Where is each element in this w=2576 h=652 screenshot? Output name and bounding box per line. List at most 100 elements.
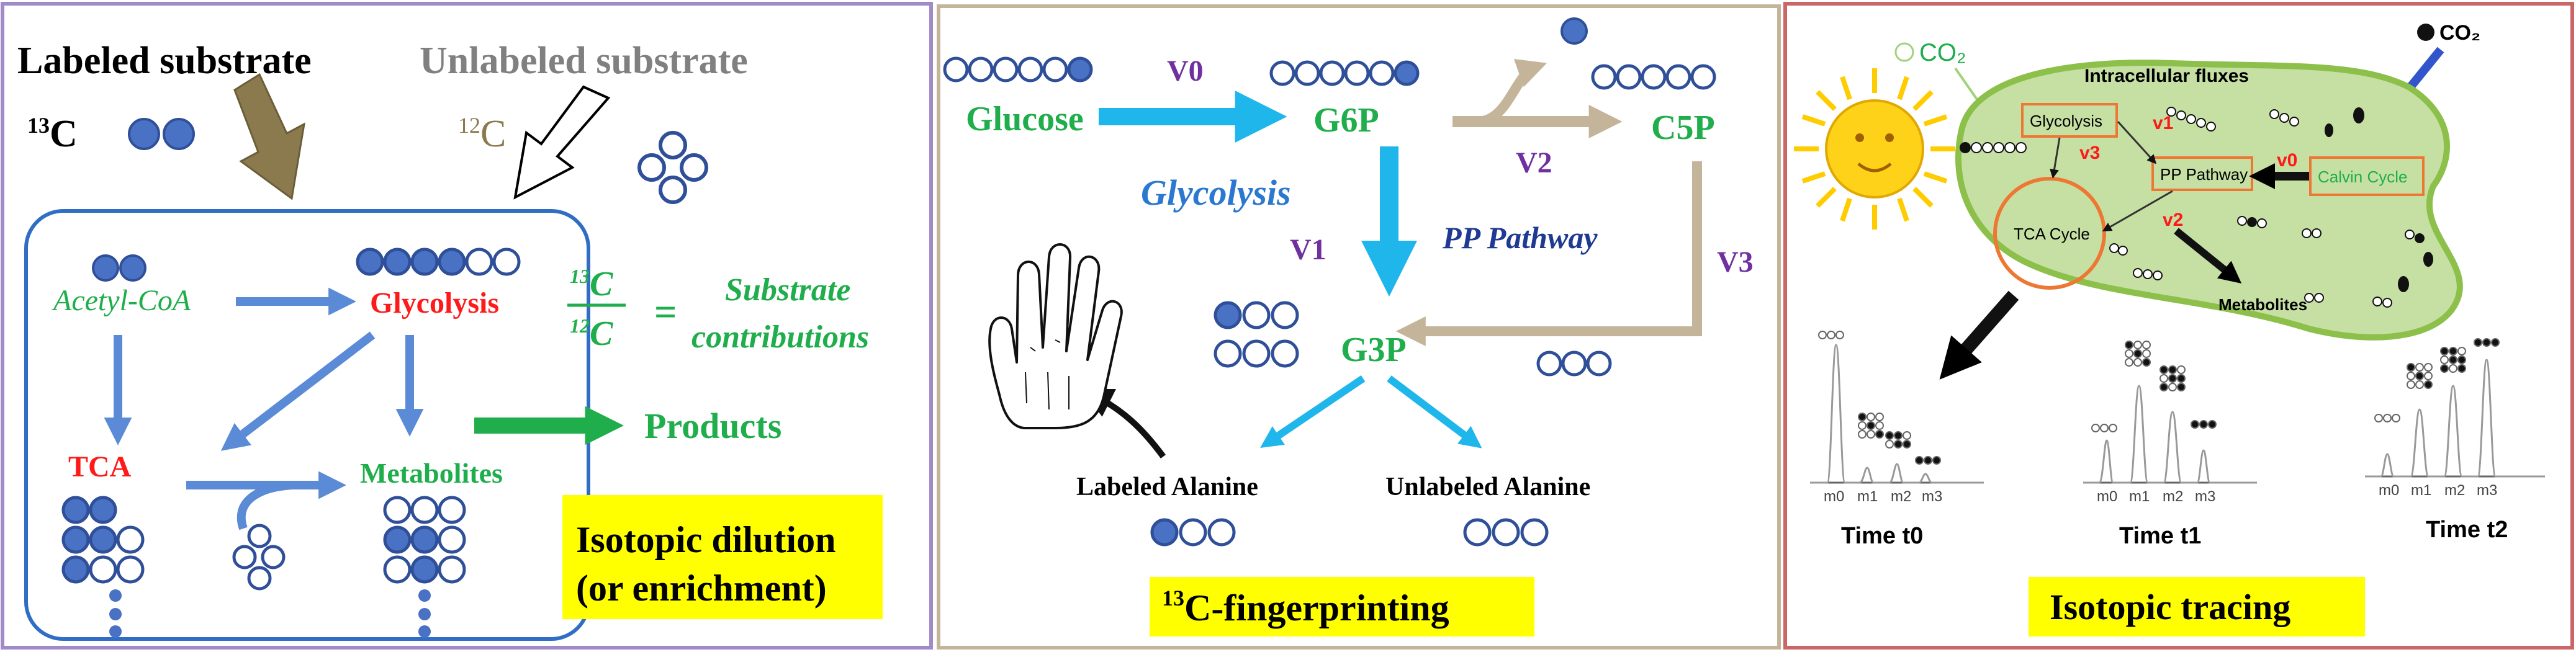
mass-spectrum-t2: m0 m1 m2 m3 Time t2 (2365, 338, 2545, 543)
g6p-label: G6P (1313, 101, 1379, 140)
co2-left-label: CO₂ (1919, 39, 1966, 66)
spectrum-trace (2083, 385, 2257, 484)
unlabeled-substrate-title: Unlabeled substrate (420, 40, 748, 82)
g3p-circle (1242, 301, 1271, 329)
glycolysis-box-label: Glycolysis (2030, 112, 2102, 130)
g6p-circle (1344, 60, 1370, 86)
glycolysis-to-tca-arrow (2050, 137, 2061, 179)
isotopic-dilution-line2: (or enrichment) (576, 568, 827, 609)
g3p-label: G3P (1341, 331, 1407, 369)
alanine-circle (1207, 518, 1236, 547)
m0-label: m0 (2379, 482, 2399, 499)
tca-circle (116, 525, 145, 554)
tca-cycle-circle (1993, 177, 2106, 290)
m3-label: m3 (1922, 488, 1942, 505)
fingerprinting-sup: 13 (1162, 586, 1184, 610)
m3-label: m3 (2477, 482, 2497, 499)
mass-spectrum-t0: m0 m1 m2 m3 Time t0 (1810, 331, 1984, 549)
calvin-cycle-box-label: Calvin Cycle (2318, 167, 2408, 186)
time-t1-label: Time t1 (2119, 523, 2201, 549)
glycolysis-label: Glycolysis (1141, 172, 1291, 213)
dark-particle (2325, 123, 2333, 137)
metabolite-circles (383, 496, 466, 584)
products-label: Products (644, 406, 781, 446)
ratio-denominator: 12C (570, 315, 613, 353)
metabolite-circle (383, 555, 412, 584)
released-carbon-circle (1560, 17, 1588, 45)
tca-circle (116, 555, 145, 584)
c13-label: 13C (27, 113, 78, 155)
glycolysis-circle (383, 248, 412, 276)
tca-dots (109, 589, 122, 638)
panel-isotopic-dilution: Labeled substrate Unlabeled substrate 13… (1, 2, 933, 650)
alanine-circle (1520, 518, 1549, 547)
glucose-circle (1017, 56, 1043, 83)
isotopic-dilution-label-box (562, 495, 883, 619)
metabolite-dot (418, 589, 431, 602)
pp-output-circles (1536, 351, 1612, 377)
isotopic-tracing-label: Isotopic tracing (2050, 587, 2290, 627)
unlabeled-carbon-circle (637, 153, 666, 182)
spectrum-trace (2365, 359, 2545, 478)
inflow-circle (232, 545, 257, 569)
co2-dark-circle (2417, 24, 2434, 41)
molecule-chain (1960, 142, 2027, 153)
tca-circle (61, 555, 90, 584)
c5p-circle (1665, 64, 1691, 90)
alanine-circle (1179, 518, 1207, 547)
inflow-circles (232, 524, 286, 591)
calvin-cycle-box (2309, 156, 2425, 196)
tca-dot (109, 625, 122, 638)
glycolysis-to-pp-arrow (2117, 120, 2157, 164)
glucose-circle (1042, 56, 1068, 83)
tca-circle (61, 525, 90, 554)
v3-label: V3 (1717, 246, 1754, 279)
tca-cycle-label: TCA Cycle (2014, 225, 2090, 243)
g3p-circle (1271, 301, 1299, 329)
v0-flux-label: v0 (2277, 150, 2297, 171)
unlabeled-carbon-circle (680, 153, 708, 182)
inflow-circle (247, 524, 272, 548)
time-t2-label: Time t2 (2426, 517, 2508, 543)
pp-pathway-box-label: PP Pathway (2160, 165, 2248, 184)
glucose-circles (943, 56, 1093, 83)
glucose-label: Glucose (966, 100, 1084, 138)
alanine-circle (1150, 518, 1179, 547)
m2-label: m2 (2163, 488, 2183, 505)
g6p-circle (1369, 60, 1395, 86)
inflow-circle (247, 566, 272, 591)
glycolysis-circle (438, 248, 466, 276)
fingerprint-curve-arrow (1081, 389, 1166, 458)
metabolite-circle (438, 496, 466, 524)
labeled-alanine-label: Labeled Alanine (1076, 473, 1258, 501)
metabolite-dots (418, 589, 431, 638)
m2-label: m2 (2444, 482, 2465, 499)
glucose-circle (968, 56, 994, 83)
molecule-chain (2405, 230, 2425, 243)
g3p-to-labeled-alanine-arrow (1260, 375, 1366, 449)
acetyl-circle (119, 254, 146, 282)
unlabeled-alanine-label: Unlabeled Alanine (1385, 473, 1590, 501)
fingerprinting-label-box (1150, 577, 1534, 636)
molecule-chain (2304, 293, 2324, 303)
glycolysis-circle (465, 248, 493, 276)
unlabeled-inflow-curve (236, 481, 292, 530)
molecule-chain (2166, 107, 2216, 132)
dark-particle (2353, 107, 2364, 123)
labeled-carbon-circle (163, 118, 195, 150)
c5p-circle (1616, 64, 1642, 90)
acetyl-circle (92, 254, 119, 282)
m1-label: m1 (2411, 482, 2431, 499)
c13-label-text: 13C (27, 113, 78, 155)
glycolysis-box (2021, 103, 2118, 138)
m3-label: m3 (2195, 488, 2215, 505)
unlabeled-substrate-arrow (513, 85, 611, 200)
unlabeled-carbon-circle (659, 131, 687, 159)
g6p-circle (1269, 60, 1295, 86)
panel1-frame (1, 2, 933, 650)
metabolite-circle (410, 525, 439, 554)
contributions-word: contributions (691, 319, 869, 355)
g6p-circle (1294, 60, 1320, 86)
glycolysis-label: Glycolysis (370, 287, 499, 319)
tca-dot (109, 589, 122, 602)
